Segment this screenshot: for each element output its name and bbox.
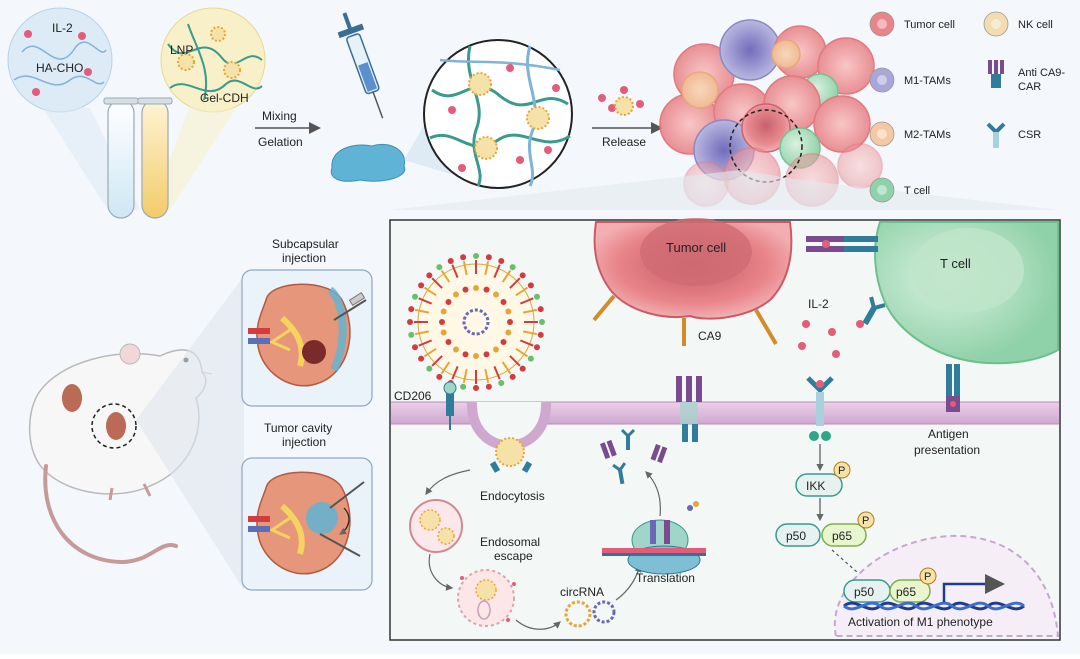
- legend-label-line2: CAR: [1018, 81, 1041, 93]
- nuclear-phospho-label: P: [924, 571, 931, 583]
- escape-label: escape: [494, 549, 533, 563]
- subcapsular-injection-panel: Subcapsular injection: [241, 237, 373, 407]
- antigen-label: Antigen: [928, 427, 969, 441]
- endocytosis-vesicle: Endocytosis: [480, 437, 545, 503]
- t-cell-icon: [869, 177, 895, 203]
- m2-tam-icon: [869, 121, 895, 147]
- antigen-presentation: Antigen presentation: [914, 364, 980, 457]
- release-arrow: Release: [592, 86, 663, 149]
- syringe-icon: [337, 12, 384, 119]
- nk-cell-icon: [983, 11, 1009, 37]
- lnp-nanoparticle: [407, 253, 545, 391]
- hydrogel-network-zoom: [423, 39, 573, 189]
- car-receptor-icon: [988, 60, 1004, 88]
- test-tube-ha: [103, 97, 139, 219]
- subcapsular-label: Subcapsular: [272, 237, 339, 251]
- ikk-phospho-label: P: [838, 465, 845, 477]
- t-cell-label: T cell: [940, 256, 971, 271]
- arrow-to-escape: [428, 553, 454, 591]
- t-cell: T cell: [874, 221, 1059, 365]
- legend-label: CSR: [1018, 129, 1041, 141]
- p65-label: p65: [832, 529, 852, 543]
- mechanism-panel: Tumor cell CA9 T cell: [389, 218, 1061, 641]
- release-label: Release: [602, 135, 646, 149]
- legend-label: Anti CA9-: [1018, 67, 1065, 79]
- subcapsular-label-2: injection: [282, 251, 326, 265]
- legend-label: T cell: [904, 185, 930, 197]
- p50-label: p50: [786, 529, 806, 543]
- csr-receptor-membrane: [806, 376, 834, 441]
- mixing-arrow: Mixing Gelation: [255, 109, 321, 149]
- nfkb-pathway: IKK P p50 p65 P: [775, 444, 875, 581]
- endocytosis-label: Endocytosis: [480, 489, 545, 503]
- precursor-solutions: IL-2 HA-CHO LNP Gel-CDH: [7, 7, 266, 219]
- csr-receptor-icon: [986, 122, 1006, 148]
- activation-label: Activation of M1 phenotype: [848, 615, 993, 629]
- il2-label-top: IL-2: [52, 21, 73, 35]
- legend-label: NK cell: [1018, 19, 1053, 31]
- presentation-label: presentation: [914, 443, 980, 457]
- arrow-to-proteins: [645, 471, 661, 517]
- zoom-funnel: [390, 170, 1060, 210]
- ca9-label: CA9: [698, 329, 722, 343]
- m1-tam-icon: [869, 67, 895, 93]
- nuclear-p50-label: p50: [854, 585, 874, 599]
- lnp-label: LNP: [170, 43, 193, 57]
- gel-cdh-bubble: LNP Gel-CDH: [150, 7, 266, 210]
- translation-label: Translation: [636, 571, 695, 585]
- mouse-illustration: [28, 276, 244, 590]
- ha-cho-label: HA-CHO: [36, 61, 83, 75]
- p65-phospho-label: P: [862, 515, 869, 527]
- circrna: circRNA: [560, 585, 616, 628]
- il2-molecules: IL-2: [798, 297, 864, 358]
- tumor-cell: Tumor cell CA9: [592, 218, 793, 346]
- csr-receptor-tcell: [862, 296, 886, 326]
- cd206-label: CD206: [394, 389, 432, 403]
- tumor-cavity-injection-panel: Tumor cavity injection: [241, 421, 373, 591]
- gel-cdh-label: Gel-CDH: [200, 91, 249, 105]
- legend-label: Tumor cell: [904, 19, 955, 31]
- cd206-receptor: CD206: [394, 381, 457, 430]
- translated-receptors: [600, 428, 668, 485]
- tumor-cavity-label-2: injection: [282, 435, 326, 449]
- legend-label: M1-TAMs: [904, 75, 951, 87]
- arrow-to-endosome: [425, 469, 471, 495]
- ribosome: Translation: [602, 501, 706, 585]
- ikk-label: IKK: [806, 479, 825, 493]
- legend-label: M2-TAMs: [904, 129, 951, 141]
- arrow-to-circrna: [515, 619, 561, 630]
- tumor-cell-icon: [869, 11, 895, 37]
- nucleus: p50 p65 P Activation of M1 phenotype: [833, 534, 1060, 637]
- nuclear-p65-label: p65: [896, 585, 916, 599]
- test-tube-gel: [137, 97, 173, 219]
- gelation-label: Gelation: [258, 135, 303, 149]
- car-synapse: [806, 236, 878, 252]
- mixing-label: Mixing: [262, 109, 297, 123]
- escaping-endosome: [457, 569, 516, 627]
- endosomal-label: Endosomal: [480, 535, 540, 549]
- endosome: [409, 499, 463, 553]
- car-receptor-membrane: [676, 376, 702, 442]
- tumor-cavity-label: Tumor cavity: [264, 421, 332, 435]
- tumor-cell-label: Tumor cell: [666, 240, 726, 255]
- circrna-label: circRNA: [560, 585, 604, 599]
- il2-panel-label: IL-2: [808, 297, 829, 311]
